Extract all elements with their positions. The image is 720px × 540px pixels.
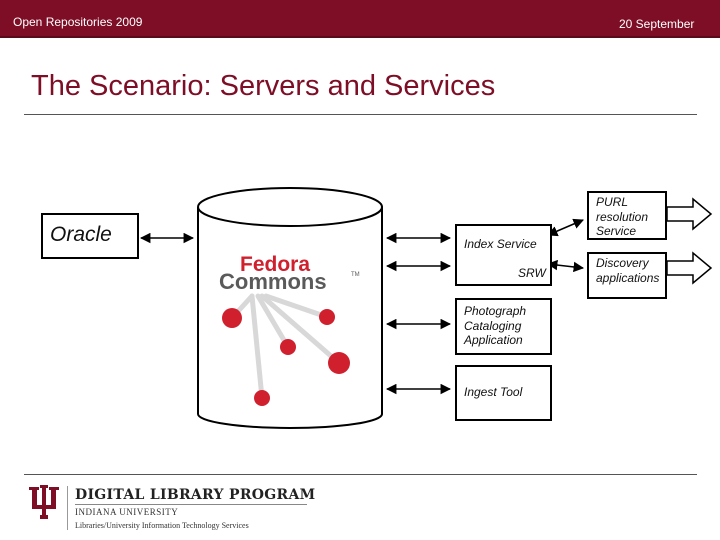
header-conference: Open Repositories 2009 bbox=[13, 15, 143, 29]
slide-title: The Scenario: Servers and Services bbox=[31, 70, 496, 102]
ingest-tool-box bbox=[455, 365, 552, 421]
header-date: 20 September 2021 bbox=[619, 17, 695, 36]
fedora-node bbox=[222, 308, 242, 328]
commons-word: Commons bbox=[219, 269, 327, 294]
repository-cylinder bbox=[197, 187, 383, 429]
iu-trident-logo bbox=[29, 485, 59, 519]
footer-program: DIGITAL LIBRARY PROGRAM bbox=[75, 487, 316, 503]
fedora-node bbox=[328, 352, 350, 374]
ingest-tool-label: Ingest Tool bbox=[464, 385, 523, 399]
index-service-label: Index Service bbox=[464, 237, 537, 251]
fedora-node bbox=[319, 309, 335, 325]
discovery-apps-box bbox=[587, 252, 667, 299]
title-divider bbox=[24, 114, 697, 115]
index-service-box bbox=[455, 224, 552, 286]
trademark: TM bbox=[351, 272, 360, 278]
fedora-commons-logo: Fedora Commons TM bbox=[219, 253, 360, 406]
srw-label: SRW bbox=[518, 266, 546, 280]
fedora-node bbox=[254, 390, 270, 406]
footer-university: INDIANA UNIVERSITY bbox=[75, 507, 179, 517]
header-bar: Open Repositories 2009 20 September 2021 bbox=[0, 0, 720, 38]
arrow-discovery bbox=[546, 259, 585, 273]
photograph-cataloging-label: Photograph Cataloging Application bbox=[464, 304, 527, 347]
fedora-word: Fedora bbox=[240, 253, 310, 276]
discovery-apps-label: Discovery applications bbox=[596, 256, 660, 285]
footer-program-underline bbox=[75, 504, 307, 505]
purl-service-label: PURL resolution Service bbox=[596, 195, 649, 238]
footer-department: Libraries/University Information Technol… bbox=[75, 521, 249, 530]
footer-divider bbox=[24, 474, 697, 475]
fedora-node bbox=[280, 339, 296, 355]
arrow-purl bbox=[547, 218, 584, 237]
photograph-cataloging-box bbox=[455, 298, 552, 355]
purl-service-box bbox=[587, 191, 667, 240]
footer-logo-divider bbox=[67, 486, 68, 530]
discovery-outgoing-arrow bbox=[666, 251, 713, 285]
purl-outgoing-arrow bbox=[666, 197, 713, 231]
oracle-box bbox=[41, 213, 139, 259]
oracle-label: Oracle bbox=[50, 223, 112, 246]
